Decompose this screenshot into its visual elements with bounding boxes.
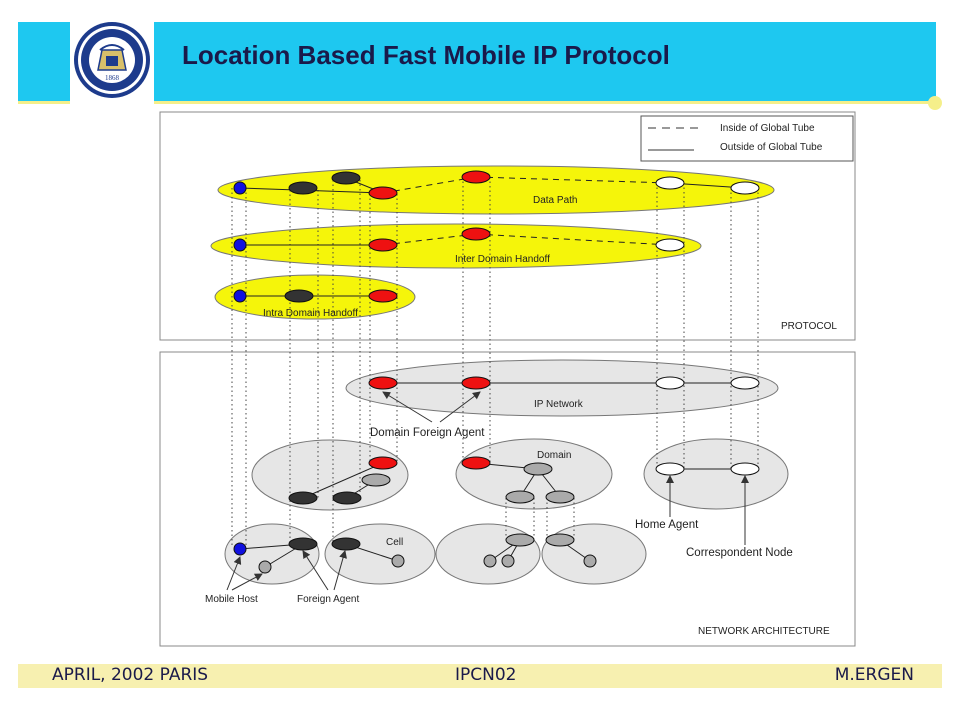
domain-foreign-agent-node [461, 170, 491, 184]
correspondent-node [730, 462, 760, 476]
cell-node [583, 554, 597, 568]
footer-date-location: APRIL, 2002 PARIS [52, 665, 209, 685]
mobile-host-node [233, 238, 247, 252]
page-title: Location Based Fast Mobile IP Protocol [182, 40, 670, 70]
network-nodes [233, 376, 760, 574]
domain-foreign-agent-node [368, 376, 398, 390]
network-architecture-panel-label: NETWORK ARCHITECTURE [698, 626, 830, 637]
footer-author: M.ERGEN [834, 665, 914, 685]
home-domain-ellipse [643, 438, 789, 510]
domain-foreign-agent-node [461, 376, 491, 390]
foreign-agent-node [288, 491, 318, 505]
correspondent-node-label: Correspondent Node [686, 547, 793, 559]
cell-node [505, 533, 535, 547]
home-agent-label: Home Agent [635, 519, 699, 531]
data-path-label: Data Path [533, 195, 577, 206]
legend-dashed-label: Inside of Global Tube [720, 123, 815, 134]
cell-node [501, 554, 515, 568]
cell-ellipse-2 [324, 523, 436, 585]
foreign-agent-node [288, 537, 318, 551]
foreign-agent-node [331, 171, 361, 185]
header-bar [18, 22, 936, 102]
home-agent-node [655, 238, 685, 252]
home-agent-node [655, 462, 685, 476]
domain-node [505, 490, 535, 504]
domain-label: Domain [537, 450, 571, 461]
domain-foreign-agent-node [368, 238, 398, 252]
inter-domain-handoff-label: Inter Domain Handoff [455, 254, 550, 265]
cell-ellipse-4 [541, 523, 647, 585]
domain-ellipse-left [251, 439, 409, 511]
home-agent-node [655, 176, 685, 190]
intra-domain-handoff-label: Intra Domain Handoff [263, 308, 358, 319]
domain-node [361, 473, 391, 487]
cell-node [258, 560, 272, 574]
domain-foreign-agent-node [368, 186, 398, 200]
footer-conference: IPCN02 [455, 665, 517, 685]
cell-node [391, 554, 405, 568]
domain-foreign-agent-node [461, 227, 491, 241]
cell-ellipse-3 [435, 523, 541, 585]
mobile-host-label: Mobile Host [205, 594, 258, 605]
mobile-host-node [233, 289, 247, 303]
annotation-arrows [226, 391, 749, 591]
cell-label: Cell [386, 537, 403, 548]
domain-foreign-agent-label: Domain Foreign Agent [370, 427, 485, 439]
domain-foreign-agent-node [461, 456, 491, 470]
ip-network-ellipse [345, 359, 779, 417]
correspondent-node [730, 181, 760, 195]
foreign-agent-label: Foreign Agent [297, 594, 359, 605]
legend: Inside of Global Tube Outside of Global … [640, 115, 854, 162]
mobile-host-node [233, 542, 247, 556]
protocol-nodes [233, 170, 760, 303]
domain-foreign-agent-node [368, 456, 398, 470]
intra-domain-ellipse [214, 274, 416, 320]
home-agent-node [655, 376, 685, 390]
domain-node [523, 462, 553, 476]
mobile-host-node [233, 181, 247, 195]
domain-node [545, 490, 575, 504]
header-dot [928, 96, 942, 110]
foreign-agent-node [288, 181, 318, 195]
foreign-agent-node [331, 537, 361, 551]
vertical-correspondence-lines [231, 177, 759, 548]
ip-network-label: IP Network [534, 399, 584, 410]
foreign-agent-node [332, 491, 362, 505]
correspondent-node [730, 376, 760, 390]
seal-year: 1868 [105, 74, 120, 82]
university-seal-logo: 1868 [70, 18, 154, 104]
foreign-agent-node [284, 289, 314, 303]
footer-bar: APRIL, 2002 PARIS IPCN02 M.ERGEN [18, 664, 942, 688]
cell-node [545, 533, 575, 547]
cell-node [483, 554, 497, 568]
protocol-panel-label: PROTOCOL [781, 321, 837, 332]
header-underline [18, 101, 936, 104]
domain-foreign-agent-node [368, 289, 398, 303]
legend-solid-label: Outside of Global Tube [720, 142, 823, 153]
